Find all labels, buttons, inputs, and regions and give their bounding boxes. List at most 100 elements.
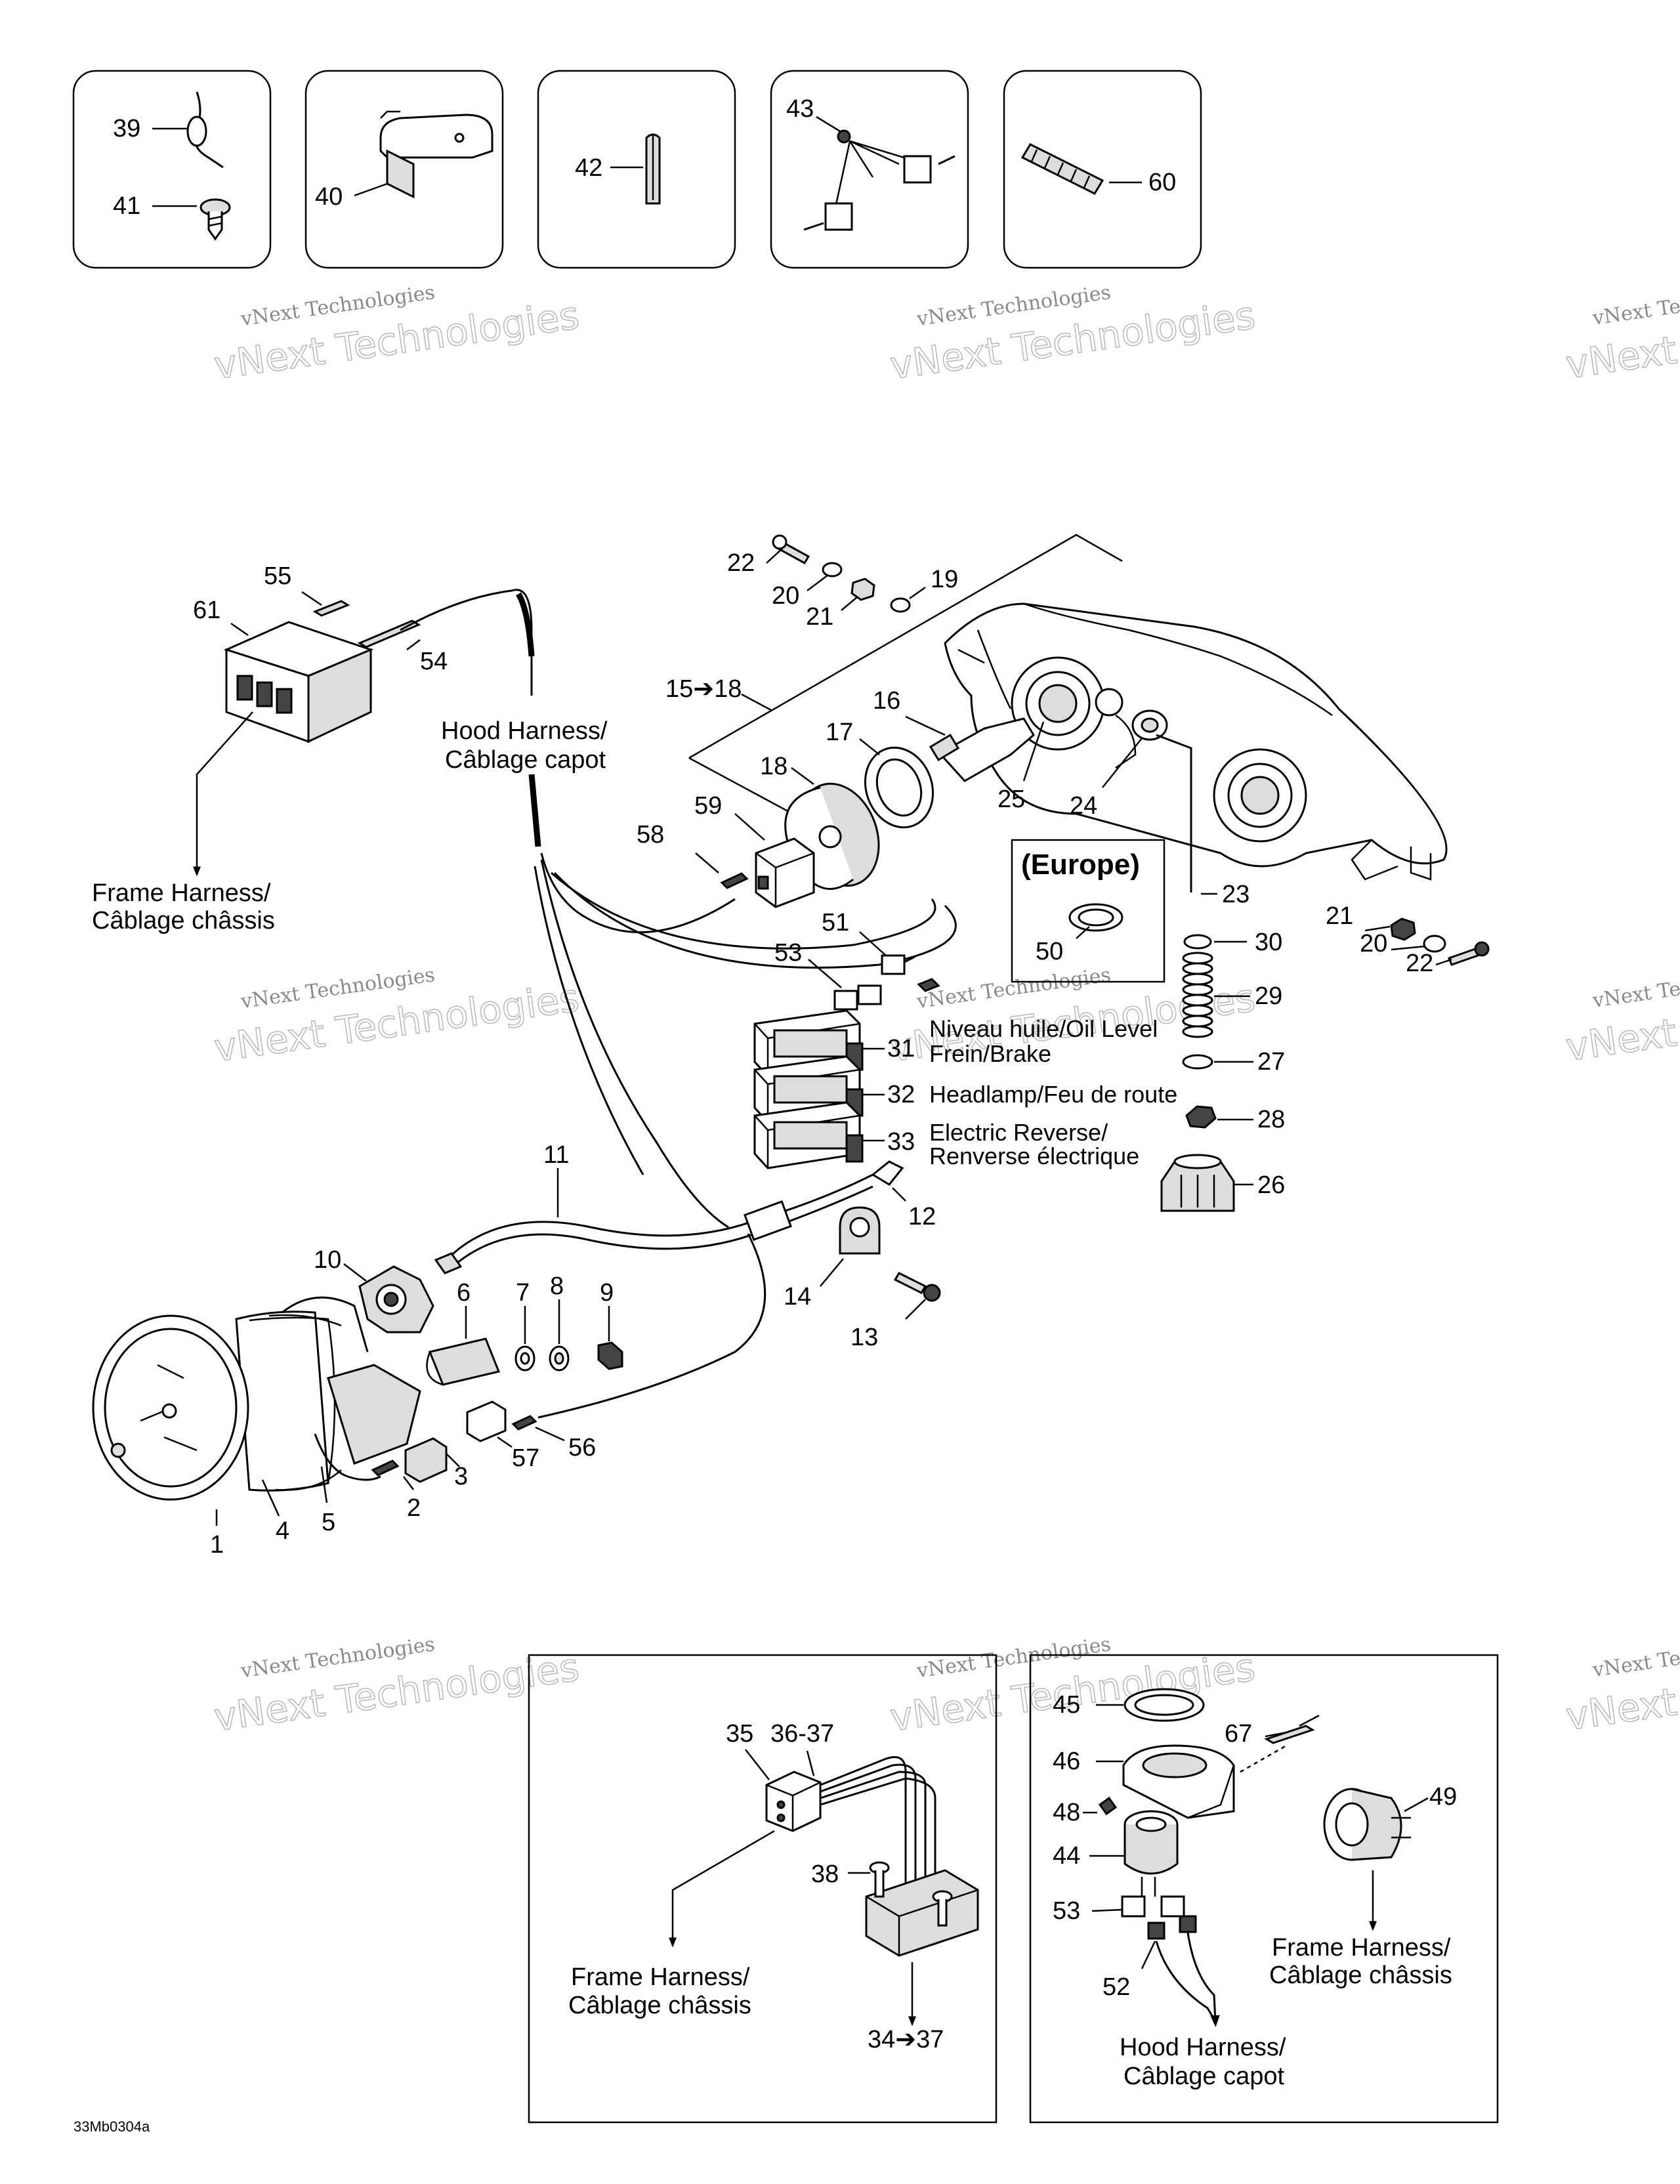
callout-16: 16 <box>873 687 900 715</box>
callout-55: 55 <box>264 562 291 590</box>
speedometer-icon <box>92 1296 421 1501</box>
terminal-icon <box>511 1415 537 1431</box>
svg-text:vNext Technologies: vNext Technologies <box>1591 963 1680 1013</box>
spring-icon <box>1182 952 1213 1038</box>
connector-icon <box>1160 1895 1185 1918</box>
screw-icon <box>200 198 231 241</box>
screw-icon <box>893 1272 941 1302</box>
diagram-code: 33Mb0304a <box>74 2118 150 2135</box>
bolt-icon <box>1448 941 1490 966</box>
ignition-switch-icon <box>1124 1810 1179 1897</box>
retaining-ring-icon <box>864 746 934 829</box>
connector-kit-icon <box>803 129 956 231</box>
callout-21b: 21 <box>1326 902 1353 930</box>
callout-45: 45 <box>1053 1691 1080 1719</box>
adjuster-knob-icon <box>1160 1154 1235 1212</box>
callout-14: 14 <box>784 1283 811 1311</box>
adjuster-rod-icon <box>1156 734 1192 892</box>
box-42 <box>537 70 736 269</box>
callout-35: 35 <box>726 1720 753 1748</box>
callout-22b: 22 <box>1406 950 1433 977</box>
lamp-clip-icon <box>1068 903 1124 932</box>
callout-21a: 21 <box>806 603 833 631</box>
watermark-5: vNext Technologies vNext Technologies <box>211 1633 582 1740</box>
grommet-icon <box>1131 709 1168 741</box>
europe-box <box>1011 839 1166 983</box>
frame-harness-box2-label-2: Câblage châssis <box>1269 1962 1452 1989</box>
nut-icon <box>1185 1105 1217 1129</box>
callout-42: 42 <box>575 154 602 182</box>
reverse-switch-icon <box>1323 1788 1411 1861</box>
hood-harness-box2-label-2: Câblage capot <box>1124 2063 1285 2090</box>
callout-17: 17 <box>826 719 853 746</box>
callout-46: 46 <box>1053 1748 1080 1775</box>
screw-icon <box>869 1861 890 1898</box>
connector-icon <box>466 1400 507 1442</box>
cable-nut-icon <box>358 1265 434 1334</box>
frame-harness-left-label-1: Frame Harness/ <box>92 879 271 907</box>
callout-48: 48 <box>1053 1799 1080 1826</box>
switch-31-label-2: Frein/Brake <box>929 1040 1051 1067</box>
box-39-41 <box>72 70 272 269</box>
callout-10: 10 <box>314 1246 341 1274</box>
callout-54: 54 <box>420 648 448 675</box>
cable-clamp-icon <box>839 1206 881 1255</box>
speedometer-cable <box>445 1173 873 1261</box>
connector-icon <box>1147 1922 1166 1940</box>
callout-53b: 53 <box>1053 1897 1080 1925</box>
nut-icon <box>850 578 875 601</box>
hood-harness-box2-label-1: Hood Harness/ <box>1120 2034 1286 2061</box>
callout-12: 12 <box>908 1203 936 1230</box>
callout-44: 44 <box>1053 1842 1080 1870</box>
callout-50: 50 <box>1036 938 1063 965</box>
callout-39: 39 <box>113 115 140 142</box>
watermark-8: vNext Technologies vNext Technologies <box>1563 963 1680 1070</box>
connector-icon <box>881 954 915 975</box>
callout-2: 2 <box>407 1494 421 1522</box>
key-icon <box>1264 1714 1320 1744</box>
callout-7: 7 <box>516 1279 530 1307</box>
box-ignition-switch <box>1029 1654 1499 2124</box>
callout-18: 18 <box>760 753 788 780</box>
watermark-2: vNext Technologies vNext Technologies <box>887 281 1258 388</box>
watermark-7: vNext Technologies vNext Technologies <box>1563 280 1680 388</box>
switch-reverse-icon <box>753 1101 864 1169</box>
connector-icon <box>833 984 882 1011</box>
cable-tie-icon <box>186 91 224 169</box>
bolt-icon <box>772 534 810 565</box>
hood-harness-wire <box>400 589 533 696</box>
callout-36: 36-37 <box>770 1720 834 1748</box>
switch-31-label-1: Niveau huile/Oil Level <box>929 1015 1158 1042</box>
callout-4: 4 <box>276 1517 289 1545</box>
ring-nut-icon <box>1124 1688 1205 1722</box>
switch-plate-icon <box>1122 1744 1235 1819</box>
callout-29: 29 <box>1255 982 1282 1010</box>
clip-icon <box>1098 1796 1118 1816</box>
headlamp-housing-icon <box>944 602 1448 881</box>
switch-33-label-2: Renverse électrique <box>929 1143 1139 1169</box>
callout-5: 5 <box>322 1509 335 1536</box>
callout-53a: 53 <box>774 939 802 967</box>
speedometer-bracket-icon <box>426 1337 501 1386</box>
callout-31: 31 <box>887 1035 915 1062</box>
callout-19: 19 <box>931 566 958 593</box>
washer-icon <box>1183 934 1212 950</box>
callout-15: 15➔18 <box>665 675 742 703</box>
frame-harness-box1-label-1: Frame Harness/ <box>571 1964 750 1991</box>
connector-icon <box>404 1437 448 1483</box>
switch-33-label-1: Electric Reverse/ <box>929 1119 1108 1146</box>
fuse-box-icon <box>223 621 374 744</box>
washer-icon <box>1423 934 1446 953</box>
callout-20a: 20 <box>772 582 799 610</box>
callout-20b: 20 <box>1360 930 1387 957</box>
callout-25: 25 <box>998 786 1025 813</box>
callout-6: 6 <box>457 1279 471 1307</box>
frame-harness-box1-label-2: Câblage châssis <box>568 1992 751 2019</box>
frame-harness-left-label-2: Câblage châssis <box>92 907 275 934</box>
sleeve-icon <box>1020 143 1104 195</box>
callout-32: 32 <box>887 1081 915 1108</box>
callout-34: 34➔37 <box>868 2026 944 2053</box>
callout-30: 30 <box>1255 929 1282 956</box>
bulb-icon <box>929 717 1035 782</box>
